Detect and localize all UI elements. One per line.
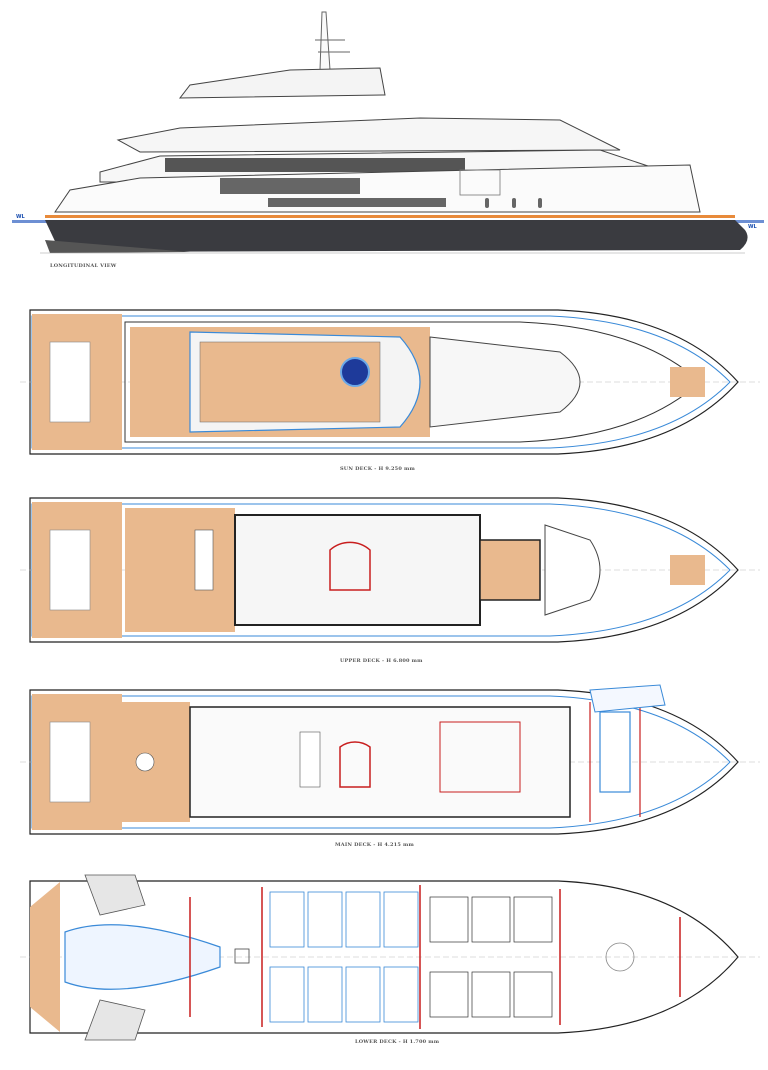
tender-outboard	[589, 684, 666, 713]
guest-cabin	[383, 966, 419, 1023]
porthole-3	[538, 198, 542, 208]
lower-deck-label: LOWER DECK - H 1.700 mm	[355, 1039, 440, 1045]
crew-cabin	[513, 896, 553, 943]
tender	[599, 711, 631, 793]
main-deck-label: MAIN DECK - H 4.215 mm	[335, 842, 414, 848]
longitudinal-view: WL WL LONGITUDINAL VIEW	[12, 11, 764, 269]
hull-bottom	[45, 220, 748, 252]
sun-deck-label: SUN DECK - H 9.250 mm	[340, 466, 415, 472]
main-deck-plan	[20, 684, 760, 835]
owners-deck	[479, 539, 541, 601]
tender-garage	[64, 924, 221, 990]
side-door	[459, 169, 501, 196]
foredeck-teak	[670, 367, 705, 397]
radar-arch	[178, 67, 386, 99]
crew-cabin	[513, 971, 553, 1018]
side-platform-bottom	[84, 999, 146, 1041]
staircase	[339, 741, 371, 788]
dining-table	[299, 731, 321, 788]
upper-deck-label: UPPER DECK - H 6.800 mm	[340, 658, 423, 664]
machinery	[605, 942, 635, 972]
hull-windows	[268, 198, 446, 207]
round-table	[135, 752, 155, 772]
sun-deck-plan	[20, 309, 760, 455]
crew-cabin	[429, 896, 469, 943]
master-cabin	[439, 721, 521, 793]
hatch	[234, 948, 250, 964]
guest-cabin	[345, 966, 381, 1023]
main-aft-deck-teak	[120, 702, 190, 822]
guest-cabin	[269, 891, 305, 948]
swim-platform-stairs	[49, 721, 91, 803]
deck-edge	[31, 315, 731, 449]
windscreen	[429, 336, 581, 428]
staircase	[329, 541, 371, 591]
accent-stripe	[45, 215, 735, 218]
beach-club-teak	[30, 882, 60, 1032]
upper-windows	[165, 158, 465, 172]
sky-lounge	[234, 514, 481, 626]
guest-cabin	[383, 891, 419, 948]
keel	[45, 240, 190, 253]
aft-deck-teak	[125, 508, 235, 632]
crew-cabin	[471, 971, 511, 1018]
main-windows	[220, 178, 360, 194]
main-saloon	[189, 706, 571, 818]
guest-cabin	[307, 966, 343, 1023]
windscreen	[544, 524, 601, 616]
side-platform-top	[84, 874, 146, 916]
swim-platform-stairs	[49, 341, 91, 423]
waterline-mark-aft: WL	[16, 214, 26, 220]
profile-label: LONGITUDINAL VIEW	[50, 263, 117, 269]
guest-cabin	[345, 891, 381, 948]
garage-bulkheads	[589, 702, 641, 822]
porthole-1	[485, 198, 489, 208]
porthole-2	[512, 198, 516, 208]
mast	[315, 11, 350, 71]
swim-platform-stairs	[49, 529, 91, 611]
foredeck-teak	[670, 555, 705, 585]
waterline-mark-fwd: WL	[748, 224, 758, 230]
guest-cabin	[307, 891, 343, 948]
jacuzzi	[340, 357, 370, 387]
dining-table	[194, 529, 214, 591]
watertight-bulkheads	[189, 885, 681, 1029]
crew-cabin	[429, 971, 469, 1018]
guest-cabin	[269, 966, 305, 1023]
upper-deck-plan	[20, 497, 760, 643]
hardtop	[116, 117, 621, 153]
deck-edge	[31, 503, 731, 637]
lower-deck-plan	[20, 874, 760, 1041]
crew-cabin	[471, 896, 511, 943]
